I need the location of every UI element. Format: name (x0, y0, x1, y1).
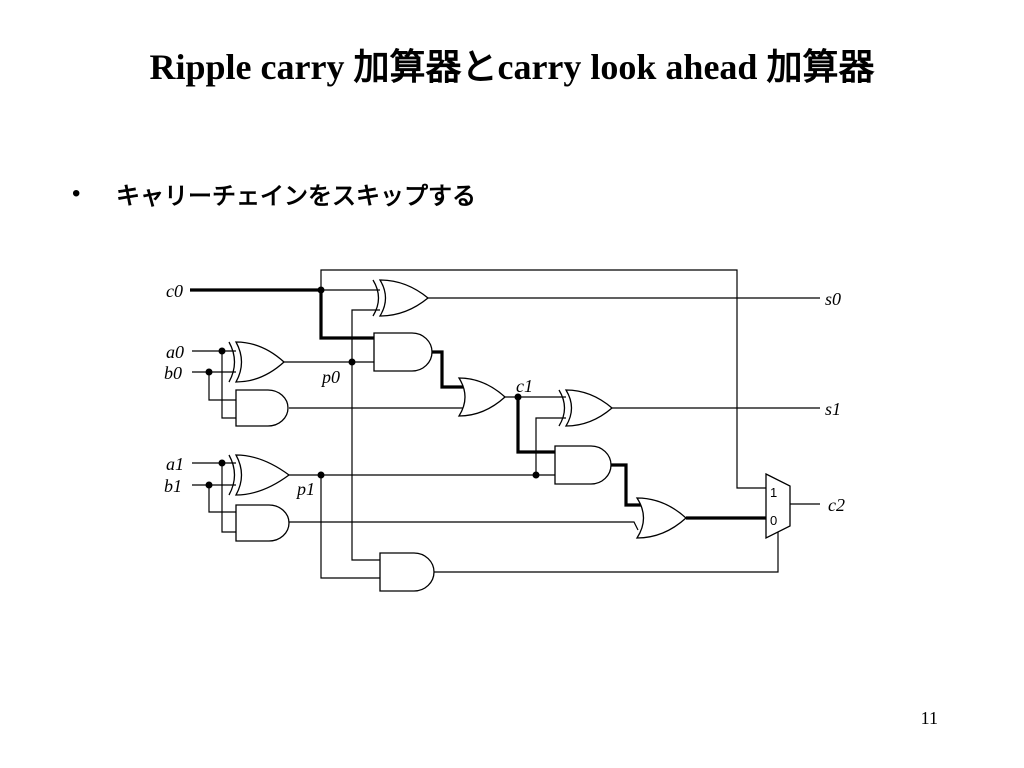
xor-gate-s0 (372, 279, 430, 317)
junction-dots (205, 286, 540, 489)
label-b0: b0 (164, 363, 182, 383)
xor-gate-p1 (228, 454, 291, 496)
mux (765, 472, 791, 540)
junction-b1 (205, 481, 213, 489)
mux-input-1-label: 1 (770, 485, 777, 500)
junction-a0 (218, 347, 226, 355)
wire-and0-out (432, 350, 463, 389)
label-a0: a0 (166, 342, 184, 362)
and-gate-skip (379, 552, 435, 592)
wires (190, 269, 820, 579)
label-p0: p0 (320, 367, 340, 387)
junction-a1 (218, 459, 226, 467)
mux-input-0-label: 0 (770, 513, 777, 528)
label-p1: p1 (295, 479, 315, 499)
signal-labels: c0 a0 b0 p0 c1 a1 b1 p1 s0 s1 c2 1 0 (164, 281, 845, 528)
label-c2: c2 (828, 495, 845, 515)
junction-p1 (317, 471, 325, 479)
wire-a0-branch (221, 351, 236, 419)
bullet-marker: • (72, 179, 81, 207)
wire-skip-select (434, 530, 779, 573)
or-gate-c2 (635, 497, 687, 539)
label-b1: b1 (164, 476, 182, 496)
wire-c0-top-bypass (320, 269, 766, 489)
junction-c1 (514, 393, 522, 401)
wire-p1-to-skip-and (320, 475, 380, 579)
or-gate-c1 (457, 377, 506, 417)
wire-and1-out (611, 463, 641, 507)
wire-p0-to-xor-s0 (351, 309, 380, 362)
junction-p1-xor (532, 471, 540, 479)
and-gate-p0-c0 (373, 332, 433, 372)
junction-c0 (317, 286, 325, 294)
and-gate-g1 (235, 504, 290, 542)
bullet-item: • キャリーチェインをスキップする (72, 176, 476, 211)
page-title: Ripple carry 加算器とcarry look ahead 加算器 (149, 47, 875, 87)
xor-gate-p0 (228, 341, 285, 383)
junction-b0 (205, 368, 213, 376)
wire-p0-to-skip-and (351, 362, 380, 561)
label-c0: c0 (166, 281, 183, 301)
label-s0: s0 (825, 289, 841, 309)
wire-p1-to-xor-s1 (535, 417, 566, 475)
wire-c0-carry-chain (319, 290, 374, 340)
and-gate-p1-c1 (554, 445, 612, 485)
wire-b0-branch (208, 372, 236, 401)
wire-c1-carry-chain (516, 397, 555, 454)
label-s1: s1 (825, 399, 841, 419)
junction-p0 (348, 358, 356, 366)
gates (228, 279, 791, 592)
and-gate-g0 (235, 389, 289, 427)
wire-b1-branch (208, 485, 236, 513)
xor-gate-s1 (558, 389, 613, 427)
bullet-text: キャリーチェインをスキップする (116, 182, 476, 210)
label-a1: a1 (166, 454, 184, 474)
wire-g1 (289, 521, 639, 531)
page-number: 11 (920, 708, 938, 728)
wire-a1-branch (221, 463, 236, 533)
label-c1: c1 (516, 376, 533, 396)
